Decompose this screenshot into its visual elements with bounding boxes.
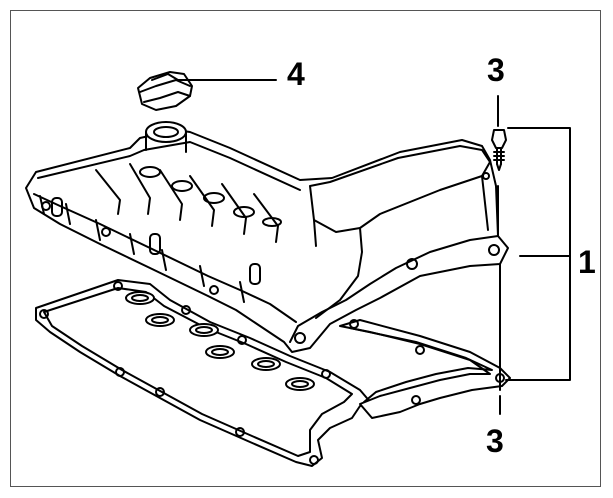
fastener-top: [491, 129, 507, 171]
oil-filler-cap: [137, 71, 193, 111]
camshaft-cover: [25, 121, 509, 353]
cover-gasket: [35, 279, 511, 467]
leader-lines: [175, 79, 571, 415]
callout-fastener-top: 3: [487, 52, 505, 88]
callout-fastener-bottom: 3: [486, 423, 504, 459]
callout-cover: 1: [578, 244, 596, 280]
callout-oil-cap: 4: [287, 56, 305, 92]
